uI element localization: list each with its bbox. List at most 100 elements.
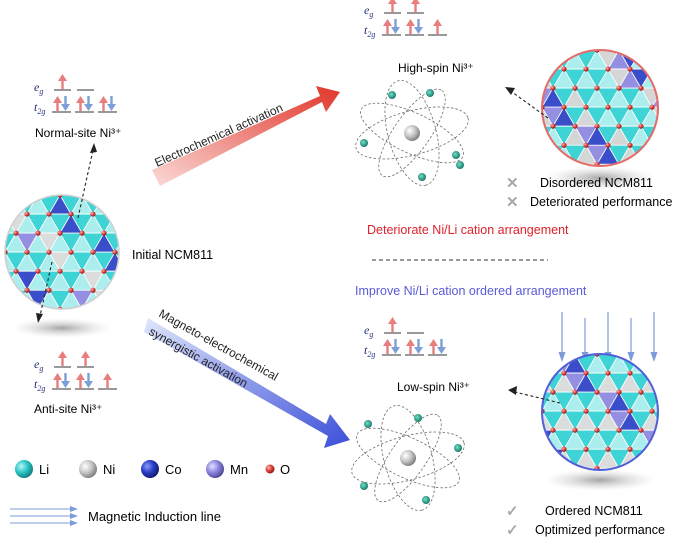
magnetic-field-arrowhead: [627, 352, 635, 362]
octahedron-face: [542, 50, 554, 70]
oxygen-atom: [24, 249, 30, 255]
octahedron-face: [651, 50, 658, 70]
legend-label-mn: Mn: [230, 462, 248, 477]
oxygen-atom: [57, 230, 63, 236]
oxygen-atom: [671, 409, 676, 414]
octahedron-face: [674, 88, 685, 107]
eg-label: eg: [34, 357, 43, 373]
oxygen-atom: [671, 28, 676, 33]
octahedron-face: [574, 50, 598, 51]
octahedron-face: [663, 31, 685, 50]
oxygen-atom: [671, 143, 676, 148]
oxygen-atom: [517, 370, 522, 375]
octahedron-face: [137, 195, 159, 214]
dashed-arrow-normal: [77, 149, 94, 219]
oxygen-atom: [627, 142, 633, 148]
atom-model-high-spin: [355, 80, 469, 186]
octahedron-face: [37, 195, 61, 196]
oxygen-atom: [671, 181, 676, 186]
octahedron-face: [640, 354, 658, 374]
oxygen-atom: [13, 195, 19, 198]
spin-up-head: [76, 373, 85, 380]
t2g-label: t2g: [34, 100, 45, 116]
octahedron-face: [663, 468, 685, 487]
octahedron-face: [552, 354, 576, 355]
oxygen-atom: [594, 123, 600, 129]
octahedron-face: [552, 50, 576, 51]
octahedron-face: [663, 107, 685, 126]
disordered-shadow: [544, 166, 656, 190]
octahedron-face: [542, 448, 543, 470]
octahedron-face: [674, 411, 685, 430]
oxygen-atom: [156, 288, 161, 293]
oxygen-atom: [671, 485, 676, 490]
octahedron-face: [170, 271, 192, 290]
legend-swatch-mn: [206, 460, 224, 478]
octahedron-face: [585, 354, 609, 355]
octahedron-face: [15, 195, 39, 196]
octahedron-face: [640, 448, 658, 469]
oxygen-atom: [517, 143, 522, 148]
optimized-performance-label: Optimized performance: [535, 523, 665, 537]
oxygen-atom: [46, 211, 52, 217]
octahedron-face: [640, 354, 658, 355]
spin-down-head: [391, 27, 400, 34]
octahedron-face: [674, 164, 685, 183]
electron: [388, 91, 396, 99]
oxygen-atom: [583, 446, 589, 452]
low-spin-label: Low-spin Ni³⁺: [397, 380, 470, 394]
octahedron-face: [651, 50, 658, 51]
octahedron-face: [663, 373, 685, 392]
oxygen-atom: [517, 28, 522, 33]
deteriorated-performance-label: Deteriorated performance: [530, 195, 672, 209]
spin-up-head: [388, 317, 397, 324]
oxygen-atom: [638, 389, 644, 395]
spin-up-head: [99, 96, 108, 103]
oxygen-atom: [649, 66, 655, 72]
octahedron-face: [663, 335, 685, 354]
oxygen-atom: [112, 287, 118, 293]
oxygen-atom: [528, 351, 533, 356]
octahedron-face: [607, 50, 631, 51]
electron-orbit: [355, 106, 469, 160]
eg-label: eg: [364, 3, 373, 19]
oxygen-atom: [649, 104, 655, 110]
oxygen-atom: [145, 307, 150, 312]
nucleus-ni: [400, 450, 416, 466]
oxygen-atom: [35, 195, 41, 198]
oxygen-atom: [79, 268, 85, 274]
octahedron-face: [542, 354, 554, 374]
legend-label-co: Co: [165, 462, 182, 477]
octahedron-face: [542, 372, 543, 393]
spin-up-head: [103, 373, 112, 380]
improve-text: Improve Ni/Li cation ordered arrangement: [355, 284, 587, 298]
octahedron-face: [542, 144, 554, 165]
oxygen-atom: [594, 427, 600, 433]
octahedron-face: [674, 430, 685, 449]
octahedron-face: [663, 145, 685, 164]
oxygen-atom: [616, 427, 622, 433]
legend-swatch-co: [141, 460, 159, 478]
electron: [454, 444, 462, 452]
oxygen-atom: [57, 195, 63, 198]
oxygen-atom: [112, 249, 118, 255]
oxygen-atom: [550, 354, 556, 357]
octahedron-face: [148, 214, 170, 233]
spin-down-head: [84, 104, 93, 111]
initial-crystal-border: [4, 194, 120, 310]
oxygen-atom: [101, 195, 107, 198]
octahedron-face: [159, 214, 181, 233]
magneto-arrow: [144, 318, 350, 448]
oxygen-atom: [517, 332, 522, 337]
spin-down-head: [107, 104, 116, 111]
electrochemical-label: Electrochemical activation: [153, 101, 285, 170]
spin-down-head: [84, 381, 93, 388]
octahedron-face: [542, 354, 543, 355]
octahedron-face: [114, 195, 119, 215]
dashed-arrow-high-spin: [511, 91, 549, 119]
oxygen-atom: [660, 428, 665, 433]
oxygen-atom: [46, 287, 52, 293]
cross-icon-1: ✕: [506, 175, 519, 192]
oxygen-atom: [605, 142, 611, 148]
oxygen-atom: [542, 446, 545, 452]
